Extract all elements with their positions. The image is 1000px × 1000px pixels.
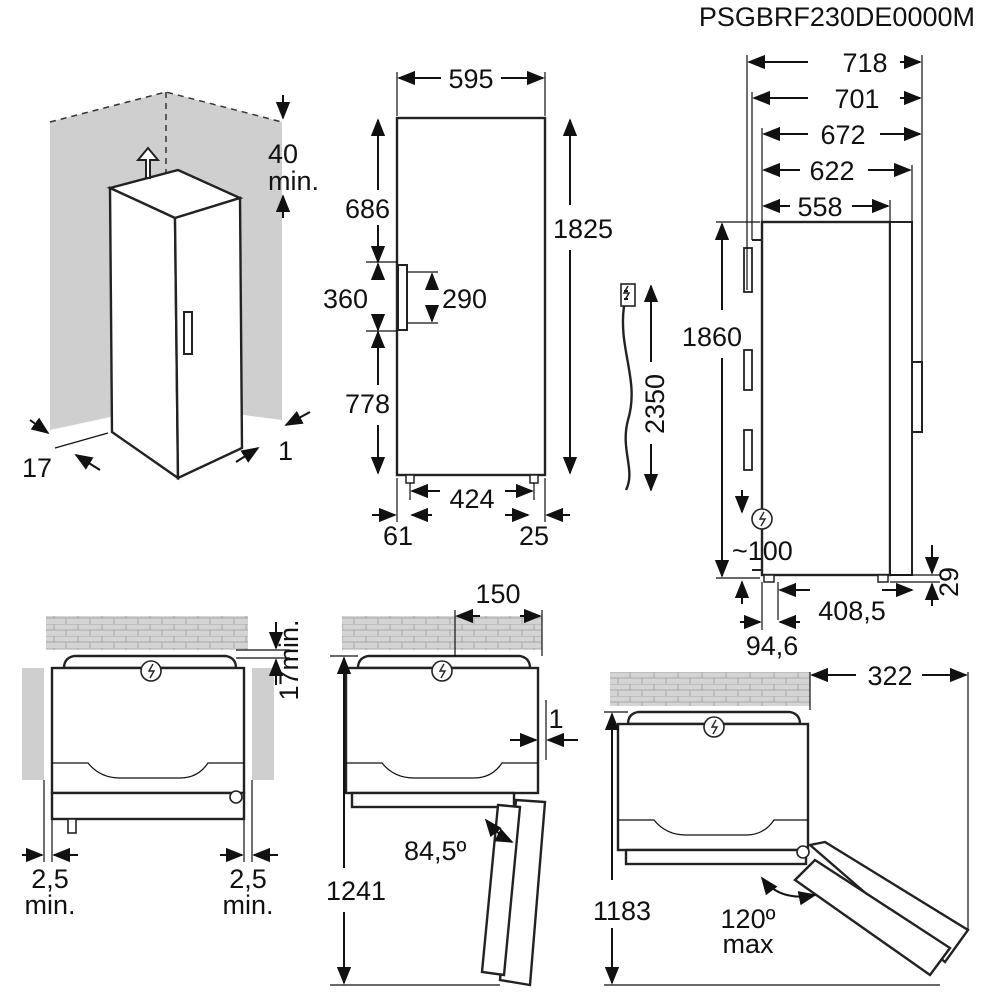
- rear-wall: [610, 672, 810, 706]
- rear-wall: [342, 616, 542, 650]
- iso-side-left: 17: [22, 453, 52, 483]
- top-side-left-unit: min.: [24, 890, 75, 920]
- cabinet-handle: [183, 311, 193, 355]
- side-depth-701: 701: [834, 84, 879, 114]
- door120-clearance: 322: [867, 661, 912, 691]
- side-depth-672: 672: [820, 120, 865, 150]
- door120-angle-unit: max: [722, 929, 774, 959]
- panel-front-view: 595 1825 686 360 778 290 424: [323, 64, 613, 551]
- iso-side-right: 1: [278, 436, 293, 466]
- iso-top-clearance: 40: [268, 139, 298, 169]
- panel-door-84: 150 1 84,5º 1241: [326, 579, 578, 987]
- door84-depth: 1241: [326, 876, 386, 906]
- door84-side-gap: 1: [548, 704, 563, 734]
- iso-top-clearance-unit: min.: [268, 166, 319, 196]
- rear-wall: [46, 616, 248, 650]
- panel-side-view: 718 701 672 622 558 1860 ~100 408,5 94,6: [682, 48, 964, 661]
- left-wall: [22, 668, 44, 780]
- up-arrow-icon: [135, 146, 161, 179]
- front-feet-span: 424: [449, 484, 494, 514]
- cabinet-front: [108, 186, 180, 481]
- side-door: [889, 221, 913, 576]
- front-handle-to-bottom: 778: [345, 389, 390, 419]
- side-feet-depth: 408,5: [818, 596, 886, 626]
- front-handle: [397, 264, 408, 331]
- door84-handle-offset: 150: [475, 579, 520, 609]
- panel-door-120: 322 120º max 1183: [593, 661, 970, 986]
- door120-cabinet: [616, 722, 810, 852]
- front-height: 1825: [553, 214, 613, 244]
- door84-angle: 84,5º: [404, 836, 467, 866]
- front-foot-left: 61: [383, 521, 413, 551]
- side-depth-622: 622: [809, 156, 854, 186]
- top-side-left: 2,5: [31, 864, 69, 894]
- door120-depth: 1183: [593, 896, 651, 926]
- top-side-right-unit: min.: [222, 890, 273, 920]
- side-height: 1860: [682, 322, 742, 352]
- side-handle: [911, 361, 923, 433]
- side-depth-558: 558: [797, 192, 842, 222]
- panel-isometric: 40 min. 17 1: [22, 91, 319, 483]
- front-handle-zone: 360: [323, 284, 368, 314]
- right-wall: [252, 668, 274, 780]
- front-handle-length: 290: [442, 284, 487, 314]
- power-cable: [621, 305, 633, 491]
- door84-cabinet: [344, 666, 540, 795]
- panel-top-install: 17min. 2,5 min. 2,5 min.: [22, 616, 304, 920]
- side-cabinet: [760, 220, 892, 577]
- power-plug-icon: [622, 285, 631, 301]
- top-cabinet: [50, 666, 246, 795]
- side-front-offset: 94,6: [746, 631, 799, 661]
- model-code: PSGBRF230DE0000M: [699, 2, 975, 32]
- side-foot-height: 29: [934, 567, 964, 597]
- door120-angle: 120º: [721, 904, 776, 934]
- front-cabinet: [395, 116, 547, 477]
- cable-length: 2350: [640, 374, 670, 434]
- side-plug-height: ~100: [732, 536, 793, 566]
- front-width: 595: [448, 64, 493, 94]
- front-foot-right: 25: [519, 521, 549, 551]
- side-depth-718: 718: [842, 48, 887, 78]
- top-rear-gap: 17min.: [274, 619, 304, 700]
- top-side-right: 2,5: [229, 864, 267, 894]
- panel-cable: 2350: [620, 283, 670, 492]
- front-top-to-handle: 686: [345, 194, 390, 224]
